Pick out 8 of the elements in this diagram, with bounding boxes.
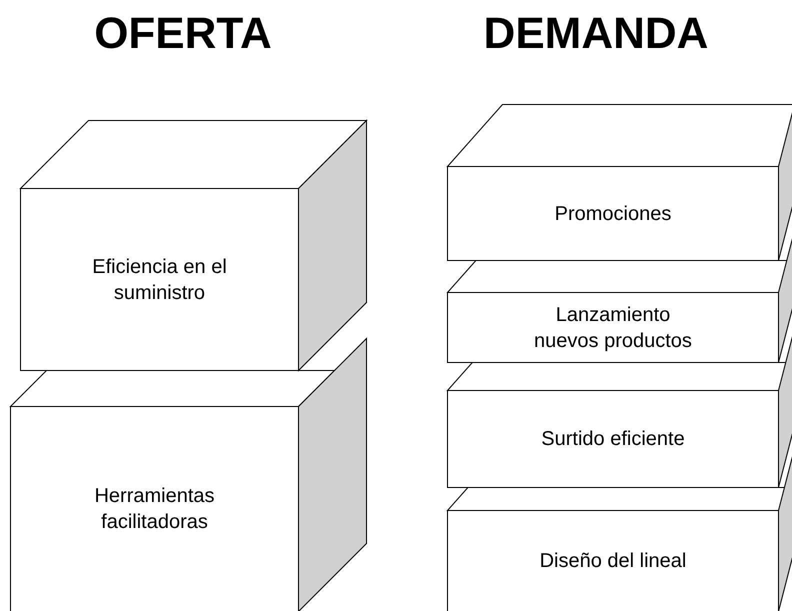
cube-label: Lanzamiento nuevos productos — [533, 302, 693, 354]
column-heading: OFERTA — [94, 12, 272, 56]
cube-label: Eficiencia en el suministro — [91, 254, 228, 306]
column-heading: DEMANDA — [484, 12, 708, 56]
cube-label: Herramientas facilitadoras — [93, 484, 216, 535]
cube-label: Promociones — [554, 202, 672, 226]
cube-label: Surtido eficiente — [541, 427, 685, 452]
cube-label: Diseño del lineal — [540, 549, 686, 574]
